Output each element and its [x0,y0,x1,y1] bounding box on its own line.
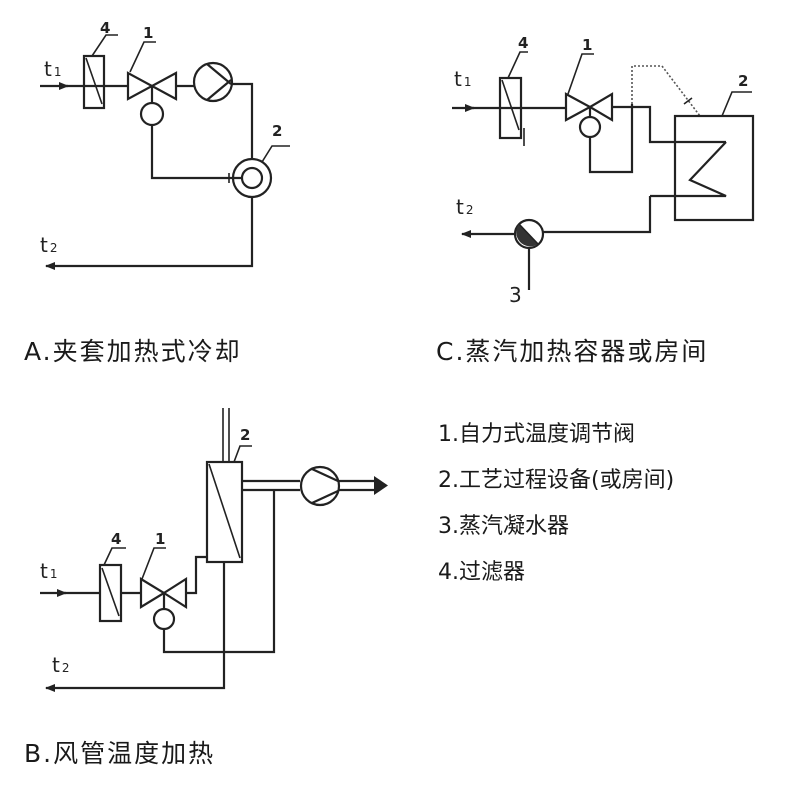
pump-icon [192,61,234,103]
legend-item-valve: 1.自力式温度调节阀 [438,422,635,447]
temperature-control-valve-icon [564,92,614,139]
fan-icon [299,465,341,507]
legend-item-process-equipment: 2.工艺过程设备(或房间) [438,468,675,493]
heating-vessel-icon [650,114,755,222]
outlet-air-arrow [374,476,388,495]
filter-icon [498,76,525,146]
callout-4: 4 [111,530,121,548]
callout-2: 2 [272,122,282,140]
outlet-arrow [45,197,254,270]
callout-3: 3 [509,283,522,307]
callout-1: 1 [143,24,153,42]
callout-2: 2 [738,72,748,90]
callout-1: 1 [155,530,165,548]
caption-a: A.夹套加热式冷却 [24,337,242,366]
legend-item-steam-trap: 3.蒸汽凝水器 [438,514,569,539]
filter-icon [82,54,106,110]
caption-c: C.蒸汽加热容器或房间 [436,337,709,366]
callout-2: 2 [240,426,250,444]
callout-4: 4 [518,34,528,52]
jacketed-vessel-icon [231,157,273,199]
temperature-control-valve-icon [126,71,178,127]
legend: 1.自力式温度调节阀 2.工艺过程设备(或房间) 3.蒸汽凝水器 4.过滤器 [438,412,674,596]
temperature-control-valve-icon [139,576,188,631]
outlet-arrow [45,562,226,692]
steam-trap-icon [513,218,545,250]
capillary-line [631,65,701,117]
air-heater-icon [205,460,244,564]
callout-1: 1 [582,36,592,54]
callout-4: 4 [100,19,110,37]
legend-item-filter: 4.过滤器 [438,560,525,585]
filter-icon [98,563,123,623]
caption-b: B.风管温度加热 [24,739,216,768]
